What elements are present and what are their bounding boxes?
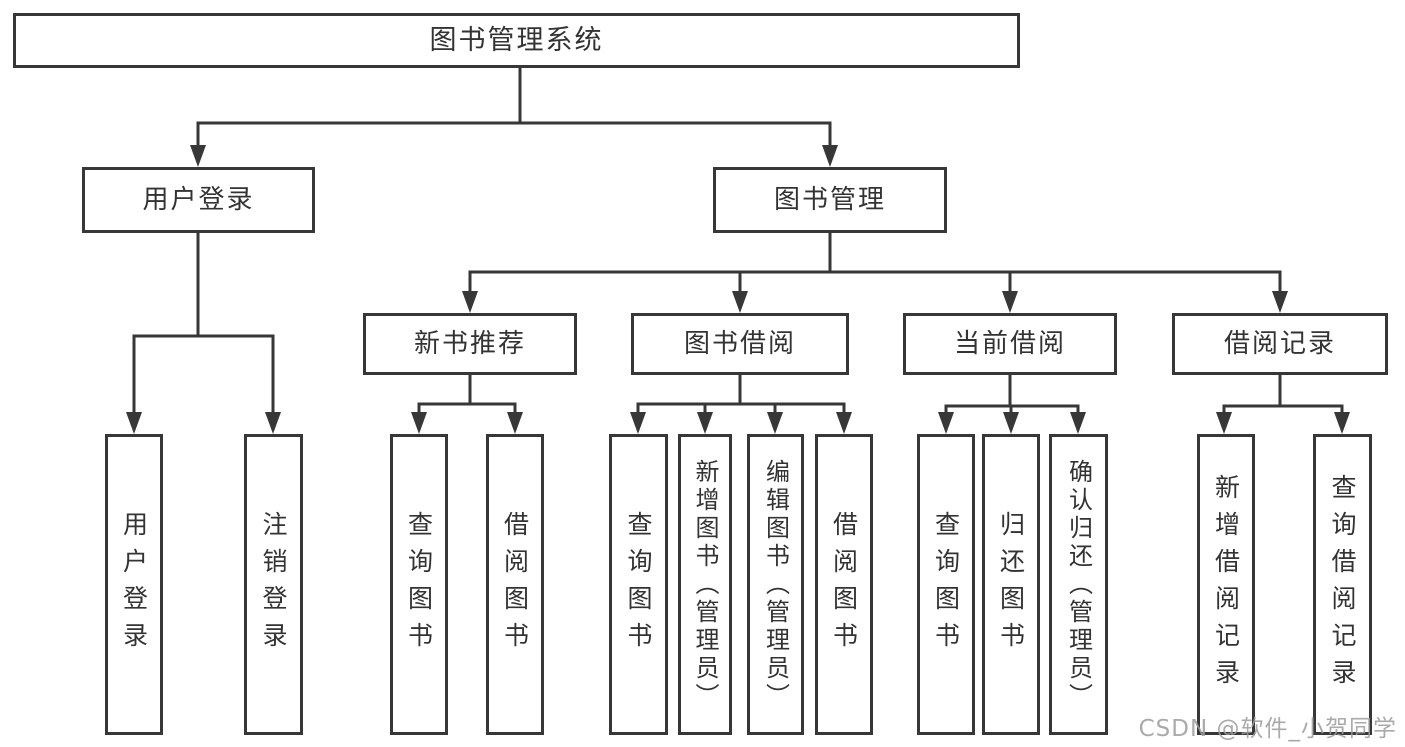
leaf-borrow-books-recommend: 借阅图书 [486, 434, 544, 735]
connector-current-borrow-to-leaves [938, 375, 1086, 434]
node-borrowing-records: 借阅记录 [1172, 313, 1388, 375]
leaf-user-login: 用户登录 [105, 434, 163, 735]
connector-book-borrow-to-leaves [630, 375, 852, 434]
connector-book-mgmt-to-level3 [462, 233, 1288, 313]
node-book-borrowing: 图书借阅 [631, 313, 849, 375]
node-current-borrowing: 当前借阅 [903, 313, 1117, 375]
connector-borrow-records-to-leaves [1216, 375, 1350, 434]
connector-root-to-level2 [190, 68, 838, 167]
leaf-query-borrow-record: 查询借阅记录 [1313, 434, 1372, 735]
connector-user-login-to-leaves [126, 233, 281, 434]
leaf-edit-books-admin: 编辑图书（管理员） [747, 434, 804, 735]
node-user-login: 用户登录 [82, 167, 315, 233]
leaf-query-books-current: 查询图书 [917, 434, 975, 735]
node-new-book-recommendation: 新书推荐 [363, 313, 577, 375]
csdn-watermark: CSDN @软件_小贺同学 [1138, 716, 1397, 742]
leaf-logout: 注销登录 [244, 434, 303, 735]
leaf-add-books-admin: 新增图书（管理员） [678, 434, 732, 735]
leaf-confirm-return-admin: 确认归还（管理员） [1049, 434, 1108, 735]
leaf-query-books-recommend: 查询图书 [390, 434, 448, 735]
node-library-system-root: 图书管理系统 [13, 13, 1020, 68]
leaf-query-books-borrowing: 查询图书 [609, 434, 668, 735]
leaf-borrow-books: 借阅图书 [815, 434, 873, 735]
connector-new-book-rec-to-leaves [411, 375, 523, 434]
leaf-return-books: 归还图书 [982, 434, 1040, 735]
leaf-add-borrow-record: 新增借阅记录 [1197, 434, 1255, 735]
node-book-management: 图书管理 [713, 167, 947, 233]
